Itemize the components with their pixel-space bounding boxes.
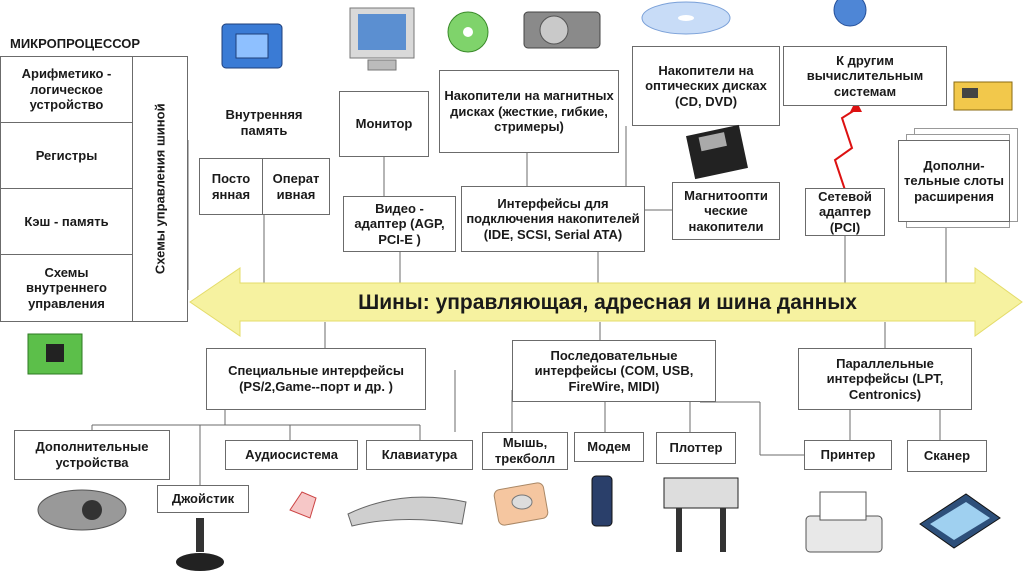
network-adapter-box: Сетевой адаптер (PCI): [805, 188, 885, 236]
bus-arrow: [189, 267, 1023, 337]
plotter-box: Плоттер: [656, 432, 736, 464]
speaker-illustration: [289, 491, 317, 519]
mouse-box: Мышь, трекболл: [482, 432, 568, 470]
alu-box: Арифметико - логическое устройство: [0, 56, 133, 123]
extra-devices-box: Дополнительные устройства: [14, 430, 170, 480]
printer-box: Принтер: [804, 440, 892, 470]
cpu-chip-illustration: [221, 23, 283, 69]
audio-box: Аудиосистема: [225, 440, 358, 470]
floppy-illustration: [686, 124, 748, 180]
cd-illustration: [447, 11, 489, 53]
special-interfaces-box: Специальные интерфейсы (PS/2,Game--порт …: [206, 348, 426, 410]
cpu-title: МИКРОПРОЦЕССОР: [10, 36, 141, 51]
ram-box: Операт ивная: [262, 158, 330, 215]
control-box: Схемы внутреннего управления: [0, 254, 133, 322]
circuit-board-illustration: [27, 333, 83, 375]
scanner-illustration: [919, 493, 1001, 549]
globe-illustration: [833, 0, 867, 27]
serial-interfaces-box: Последовательные интерфейсы (COM, USB, F…: [512, 340, 716, 402]
keyboard-box: Клавиатура: [366, 440, 473, 470]
monitor-box: Монитор: [339, 91, 429, 157]
bus-label: Шины: управляющая, адресная и шина данны…: [358, 291, 857, 314]
bus-control-label: Схемы управления шиной: [152, 103, 168, 275]
bus-control-box: Схемы управления шиной: [132, 56, 188, 322]
registers-box: Регистры: [0, 122, 133, 189]
webcam-illustration: [37, 489, 127, 531]
modem-box: Модем: [574, 432, 644, 462]
rom-box: Посто янная: [199, 158, 263, 215]
mouse-illustration: [493, 482, 549, 526]
joystick-box: Джойстик: [157, 485, 249, 513]
scanner-box: Сканер: [907, 440, 987, 472]
expansion-slots-box: Дополни- тельные слоты расширения: [898, 140, 1010, 222]
cache-box: Кэш - память: [0, 188, 133, 255]
monitor-illustration: [349, 7, 415, 71]
printer-illustration: [805, 491, 883, 553]
optical-storage-box: Накопители на оптических дисках (CD, DVD…: [632, 46, 780, 126]
video-adapter-box: Видео - адаптер (AGP, PCI-E ): [343, 196, 456, 252]
disk-interfaces-box: Интерфейсы для подключения накопителей (…: [461, 186, 645, 252]
optical-disc-illustration: [641, 1, 731, 35]
plotter-illustration: [663, 477, 739, 552]
parallel-interfaces-box: Параллельные интерфейсы (LPT, Centronics…: [798, 348, 972, 410]
network-card-illustration: [953, 81, 1013, 111]
hard-disk-illustration: [523, 11, 601, 49]
modem-illustration: [591, 475, 613, 527]
joystick-illustration: [176, 518, 224, 571]
keyboard-illustration: [347, 496, 467, 527]
magneto-optical-box: Магнитоопти ческие накопители: [672, 182, 780, 240]
magnetic-storage-box: Накопители на магнитных дисках (жесткие,…: [439, 70, 619, 153]
other-systems-box: К другим вычислительным системам: [783, 46, 947, 106]
internal-memory-label: Внутренняя память: [225, 107, 303, 138]
